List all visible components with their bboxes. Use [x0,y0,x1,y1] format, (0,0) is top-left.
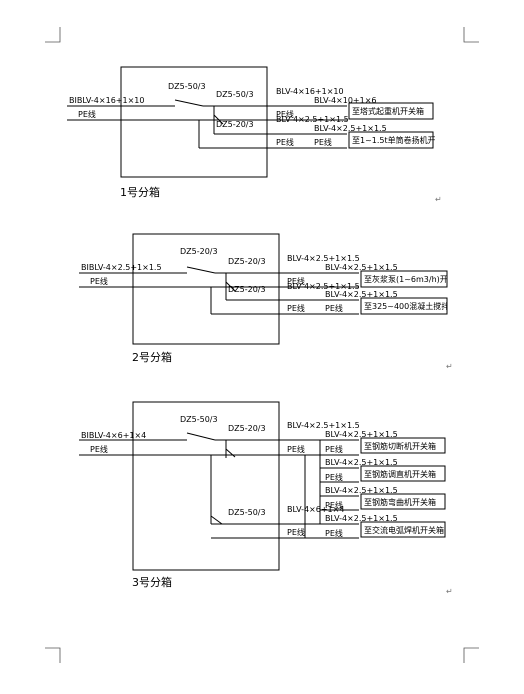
box-3-incoming-cable-label: BIBLV-4×6+1×4 [81,431,146,440]
box-1-branch2-pe-left: PE线 [276,137,294,147]
box-2-target-1-label: 至灰浆泵(1~6m3/h)开关 [364,274,456,284]
box-3-target-2-frame [360,465,446,482]
box-3-second-switch-blade [210,515,223,525]
box-2-branch1-cable-a: BLV-4×2.5+1×1.5 [287,254,360,263]
box-3-target-3-frame [360,493,446,510]
box-2-branch1-switch-label: DZ5-20/3 [228,257,266,266]
box-2-texts: DZ5-20/3 BIBLV-4×2.5+1×1.5 PE线 DZ5-20/3 … [81,247,457,371]
box-3-target-1-label: 至钢筋切断机开关箱 [364,441,436,451]
box-3-branch-switch-label: DZ5-20/3 [228,424,266,433]
box-1-target-2-label: 至1~1.5t单筒卷扬机开关 [352,135,444,145]
box-3-incoming-pe-label: PE线 [90,444,108,454]
box-1-branch1-pe-label: PE线 [276,109,294,119]
box-2-target-2-label: 至325~400混凝土搅拌机 [364,301,457,311]
box-1-branch2-switch-label: DZ5-20/3 [216,120,254,129]
distribution-box-1 [67,66,434,178]
box-3-output-2-pe: PE线 [325,472,343,482]
box-1-target-1-label: 至塔式起重机开关箱 [352,106,424,116]
page-crop-marks [45,27,479,663]
box-3-target-3-label: 至钢筋弯曲机开关箱 [364,497,436,507]
box-2-target-1-frame [360,270,448,288]
box-1-branch2-cable-a: BLV-4×2.5+1×1.5 [276,115,349,124]
box-3-enclosure [132,401,280,571]
box-2-main-switch-blade [186,266,216,274]
box-1-texts: DZ5-50/3 BIBLV-4×16+1×10 PE线 DZ5-50/3 BL… [69,82,444,204]
box-1-target-2-frame [348,131,434,149]
box-3-target-2-label: 至钢筋调直机开关箱 [364,469,436,479]
box-2-branch-switch-blade [225,281,236,292]
box-1-branch-switch-blade [213,114,224,125]
box-1-branch1-cable-a: BLV-4×16+1×10 [276,87,344,96]
box-3-branch-cable-label: BLV-4×2.5+1×1.5 [287,421,360,430]
distribution-box-3 [79,401,446,571]
paragraph-mark: ↵ [446,587,453,596]
box-3-target-4-frame [360,521,446,538]
box-2-branch2-pe-left: PE线 [287,303,305,313]
box-3-output-2-cable: BLV-4×2.5+1×1.5 [325,458,398,467]
paragraph-mark: ↵ [446,362,453,371]
box-2-branch1-pe-label: PE线 [287,276,305,286]
box-2-incoming-cable-label: BIBLV-4×2.5+1×1.5 [81,263,162,272]
box-3-output-3-cable: BLV-4×2.5+1×1.5 [325,486,398,495]
distribution-box-2 [79,233,448,345]
box-2-main-switch-label: DZ5-20/3 [180,247,218,256]
box-1-caption: 1号分箱 [120,185,160,199]
box-3-target-4-label: 至交流电弧焊机开关箱 [364,525,444,535]
box-3-pe-left-label: PE线 [287,444,305,454]
box-3-output-1-cable: BLV-4×2.5+1×1.5 [325,430,398,439]
box-1-target-1-frame [348,102,434,120]
box-2-branch2-cable-a: BLV-4×2.5+1×1.5 [287,282,360,291]
box-3-output-4-cable: BLV-4×2.5+1×1.5 [325,514,398,523]
box-2-branch2-switch-label: DZ5-20/3 [228,285,266,294]
box-2-branch2-cable-b: BLV-4×2.5+1×1.5 [325,290,398,299]
box-3-output-1-pe: PE线 [325,444,343,454]
box-3-output-4-pe: PE线 [325,528,343,538]
box-2-caption: 2号分箱 [132,350,172,364]
box-1-branch2-pe-right: PE线 [314,137,332,147]
box-1-enclosure [120,66,268,178]
box-2-enclosure [132,233,280,345]
box-1-branch2-cable-b: BLV-4×2.5+1×1.5 [314,124,387,133]
box-2-incoming-pe-label: PE线 [90,276,108,286]
box-3-main-switch-blade [186,432,216,441]
box-3-target-1-frame [360,437,446,454]
box-1-branch1-cable-b: BLV-4×10+1×6 [314,96,377,105]
box-3-texts: DZ5-50/3 BIBLV-4×6+1×4 PE线 DZ5-20/3 BLV-… [81,415,453,596]
box-1-incoming-cable-label: BIBLV-4×16+1×10 [69,96,144,105]
box-2-branch1-cable-b: BLV-4×2.5+1×1.5 [325,263,398,272]
box-2-branch2-pe-right: PE线 [325,303,343,313]
paragraph-mark: ↵ [435,195,442,204]
box-3-second-cable-label: BLV-4×6+1×4 [287,505,344,514]
box-1-main-switch-label: DZ5-50/3 [168,82,206,91]
box-1-incoming-pe-label: PE线 [78,109,96,119]
box-3-pe-left-2-label: PE线 [287,527,305,537]
box-3-caption: 3号分箱 [132,575,172,589]
box-3-branch-switch-blade [225,448,236,458]
box-1-branch1-switch-label: DZ5-50/3 [216,90,254,99]
box-3-main-switch-label: DZ5-50/3 [180,415,218,424]
box-3-output-3-pe: PE线 [325,500,343,510]
box-2-target-2-frame [360,297,448,315]
box-3-second-switch-label: DZ5-50/3 [228,508,266,517]
box-1-main-switch-blade [174,99,204,107]
